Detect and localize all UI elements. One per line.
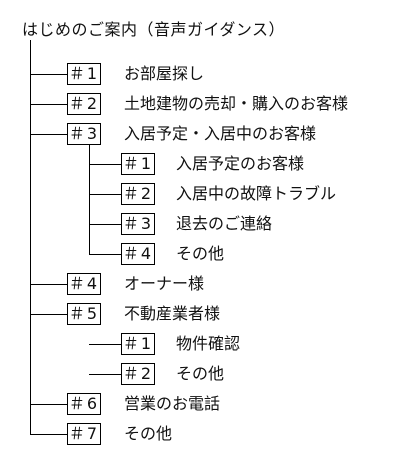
submenu-code-box: ＃2 [121, 363, 155, 385]
submenu-code-box: ＃4 [121, 243, 155, 265]
submenu-code-box: ＃3 [121, 213, 155, 235]
menu-option-label: その他 [124, 424, 173, 443]
sub-tree-connector [89, 374, 121, 375]
submenu-code-box: ＃1 [121, 333, 155, 355]
sub-tree-connector [89, 224, 121, 225]
tree-connector [30, 284, 67, 285]
tree-trunk [30, 40, 31, 435]
menu-code-box: ＃3 [67, 123, 101, 145]
submenu-option-label: 退去のご連絡 [176, 214, 273, 233]
menu-code-box: ＃4 [67, 273, 101, 295]
menu-code-box: ＃5 [67, 303, 101, 325]
sub-tree-connector [89, 254, 121, 255]
menu-code-box: ＃2 [67, 93, 101, 115]
tree-connector [30, 134, 67, 135]
menu-code-box: ＃6 [67, 393, 101, 415]
submenu-option-label: その他 [176, 364, 225, 383]
tree-title: はじめのご案内（音声ガイダンス） [22, 20, 286, 39]
menu-code-box: ＃7 [67, 423, 101, 445]
menu-option-label: 営業のお電話 [124, 394, 221, 413]
menu-option-label: 入居予定・入居中のお客様 [124, 124, 317, 143]
menu-code-box: ＃1 [67, 63, 101, 85]
tree-connector [30, 314, 67, 315]
tree-connector [30, 74, 67, 75]
sub-tree-connector [89, 164, 121, 165]
submenu-option-label: 入居中の故障トラブル [176, 184, 337, 203]
menu-option-label: 不動産業者様 [124, 304, 221, 323]
sub-tree-connector [89, 344, 121, 345]
tree-connector [30, 104, 67, 105]
tree-connector [30, 404, 67, 405]
sub-tree-trunk [89, 145, 90, 254]
submenu-option-label: 入居予定のお客様 [176, 154, 305, 173]
menu-option-label: オーナー様 [124, 274, 205, 293]
menu-option-label: お部屋探し [124, 64, 205, 83]
submenu-code-box: ＃1 [121, 153, 155, 175]
sub-tree-connector [89, 194, 121, 195]
tree-connector [30, 434, 67, 435]
submenu-option-label: その他 [176, 244, 225, 263]
submenu-code-box: ＃2 [121, 183, 155, 205]
menu-option-label: 土地建物の売却・購入のお客様 [124, 94, 349, 113]
submenu-option-label: 物件確認 [176, 334, 241, 353]
